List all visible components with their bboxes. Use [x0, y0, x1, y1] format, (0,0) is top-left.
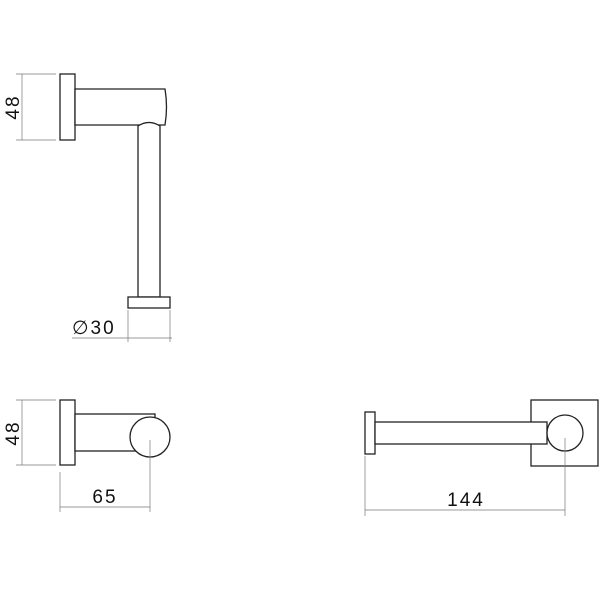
height-label-top: 48 [3, 94, 24, 119]
length-label: 144 [447, 490, 485, 511]
height-dimension-top: 48 [3, 73, 56, 141]
length-dimension: 144 [364, 438, 566, 516]
end-cap [364, 411, 376, 455]
side-view: 48 ∅30 [3, 73, 172, 342]
height-dimension-front: 48 [3, 399, 56, 466]
projection-dimension: 65 [59, 440, 151, 512]
wall-flange [59, 73, 76, 141]
horizontal-arm [74, 88, 168, 126]
front-view: 48 65 [3, 399, 171, 512]
diameter-dimension: ∅30 [72, 310, 172, 342]
height-label-front: 48 [3, 420, 24, 445]
projection-label: 65 [92, 487, 117, 508]
foot [127, 296, 171, 309]
vertical-stem [137, 121, 161, 298]
wall-flange [59, 399, 76, 466]
diameter-label: ∅30 [72, 318, 116, 339]
plan-view: 144 [364, 399, 599, 516]
long-arm [374, 421, 548, 445]
